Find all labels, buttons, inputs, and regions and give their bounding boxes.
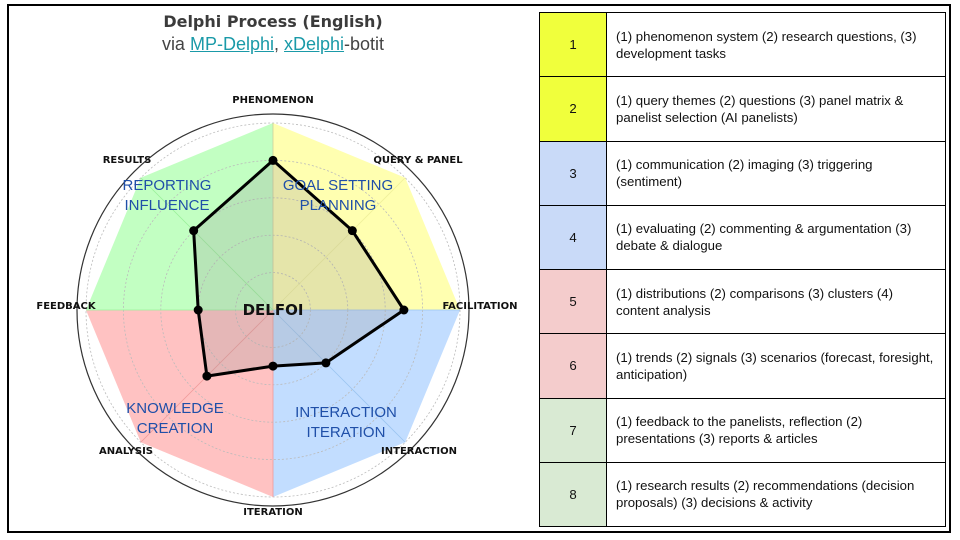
xdelphi-link[interactable]: xDelphi	[284, 34, 345, 54]
axis-label: INTERACTION	[381, 446, 457, 457]
subtitle-separator: ,	[273, 34, 284, 54]
axis-label: ITERATION	[243, 507, 302, 518]
quadrant-label: CREATION	[137, 420, 213, 437]
subtitle-suffix: -botit	[344, 34, 385, 54]
quadrant-labels: GOAL SETTING PLANNING INTERACTION ITERATION…	[123, 177, 397, 441]
axis-label: PHENOMENON	[232, 95, 313, 106]
mp-delphi-link[interactable]: MP-Delphi	[189, 34, 274, 54]
table-row: 1(1) phenomenon system (2) research ques…	[539, 11, 946, 78]
data-point	[399, 305, 409, 315]
step-number: 1	[539, 11, 607, 78]
step-number: 3	[539, 140, 607, 206]
quadrant-label: REPORTING	[123, 177, 212, 194]
step-number: 7	[539, 397, 607, 463]
table-row: 3(1) communication (2) imaging (3) trigg…	[539, 140, 946, 206]
axis-spoke	[140, 177, 274, 311]
diagram-panel: Delphi Process (English) via MP-Delphi, …	[36, 12, 517, 518]
axis-label: FEEDBACK	[36, 301, 96, 312]
outer-circle	[76, 113, 470, 507]
step-description: (1) feedback to the panelists, reflectio…	[606, 397, 946, 463]
step-number: 8	[539, 461, 607, 528]
data-point	[321, 358, 331, 368]
data-point	[189, 226, 199, 236]
step-description: (1) distributions (2) comparisons (3) cl…	[606, 268, 946, 335]
table-row: 6(1) trends (2) signals (3) scenarios (f…	[539, 333, 946, 399]
data-point	[268, 155, 278, 165]
data-point	[202, 371, 212, 381]
diagram-subtitle: via MP-Delphi, xDelphi-botit	[0, 34, 546, 55]
step-number: 6	[539, 333, 607, 399]
quadrant-label: INTERACTION	[295, 404, 397, 421]
table-row: 4(1) evaluating (2) commenting & argumen…	[539, 204, 946, 271]
outer-frame	[7, 4, 951, 533]
axis-label: FACILITATION	[443, 301, 518, 312]
table-row: 7(1) feedback to the panelists, reflecti…	[539, 397, 946, 463]
table-row: 5(1) distributions (2) comparisons (3) c…	[539, 268, 946, 335]
step-description: (1) communication (2) imaging (3) trigge…	[606, 140, 946, 206]
steps-table: 1(1) phenomenon system (2) research ques…	[539, 11, 946, 528]
quadrant-label: INFLUENCE	[124, 197, 209, 214]
data-point	[193, 305, 203, 315]
step-number: 5	[539, 268, 607, 335]
subtitle-prefix: via	[161, 34, 190, 54]
step-number: 2	[539, 76, 607, 142]
data-points	[189, 155, 409, 381]
quadrant-label: PLANNING	[300, 197, 377, 214]
step-description: (1) query themes (2) questions (3) panel…	[606, 76, 946, 142]
axis-spoke	[272, 309, 406, 443]
center-label: DELFOI	[243, 301, 304, 319]
axis-label: QUERY & PANEL	[373, 155, 463, 166]
data-point	[268, 361, 278, 371]
axis-label: RESULTS	[103, 155, 152, 166]
radar-grid	[85, 122, 461, 498]
step-description: (1) research results (2) recommendations…	[606, 461, 946, 528]
step-description: (1) trends (2) signals (3) scenarios (fo…	[606, 333, 946, 399]
table-row: 2(1) query themes (2) questions (3) pane…	[539, 76, 946, 142]
diagram-title: Delphi Process (English)	[163, 12, 383, 31]
step-number: 4	[539, 204, 607, 271]
axis-label: ANALYSIS	[99, 446, 153, 457]
step-description: (1) evaluating (2) commenting & argument…	[606, 204, 946, 271]
radar-chart: PHENOMENON QUERY & PANEL FACILITATION INTER…	[36, 95, 517, 518]
quadrant-label: ITERATION	[307, 424, 386, 441]
data-point	[347, 226, 357, 236]
quadrant-label: GOAL SETTING	[283, 177, 393, 194]
quadrant-label: KNOWLEDGE	[126, 400, 224, 417]
axis-spoke	[272, 177, 406, 311]
step-description: (1) phenomenon system (2) research quest…	[606, 11, 946, 78]
table-row: 8(1) research results (2) recommendation…	[539, 461, 946, 528]
axis-labels: PHENOMENON QUERY & PANEL FACILITATION INTER…	[36, 95, 517, 518]
